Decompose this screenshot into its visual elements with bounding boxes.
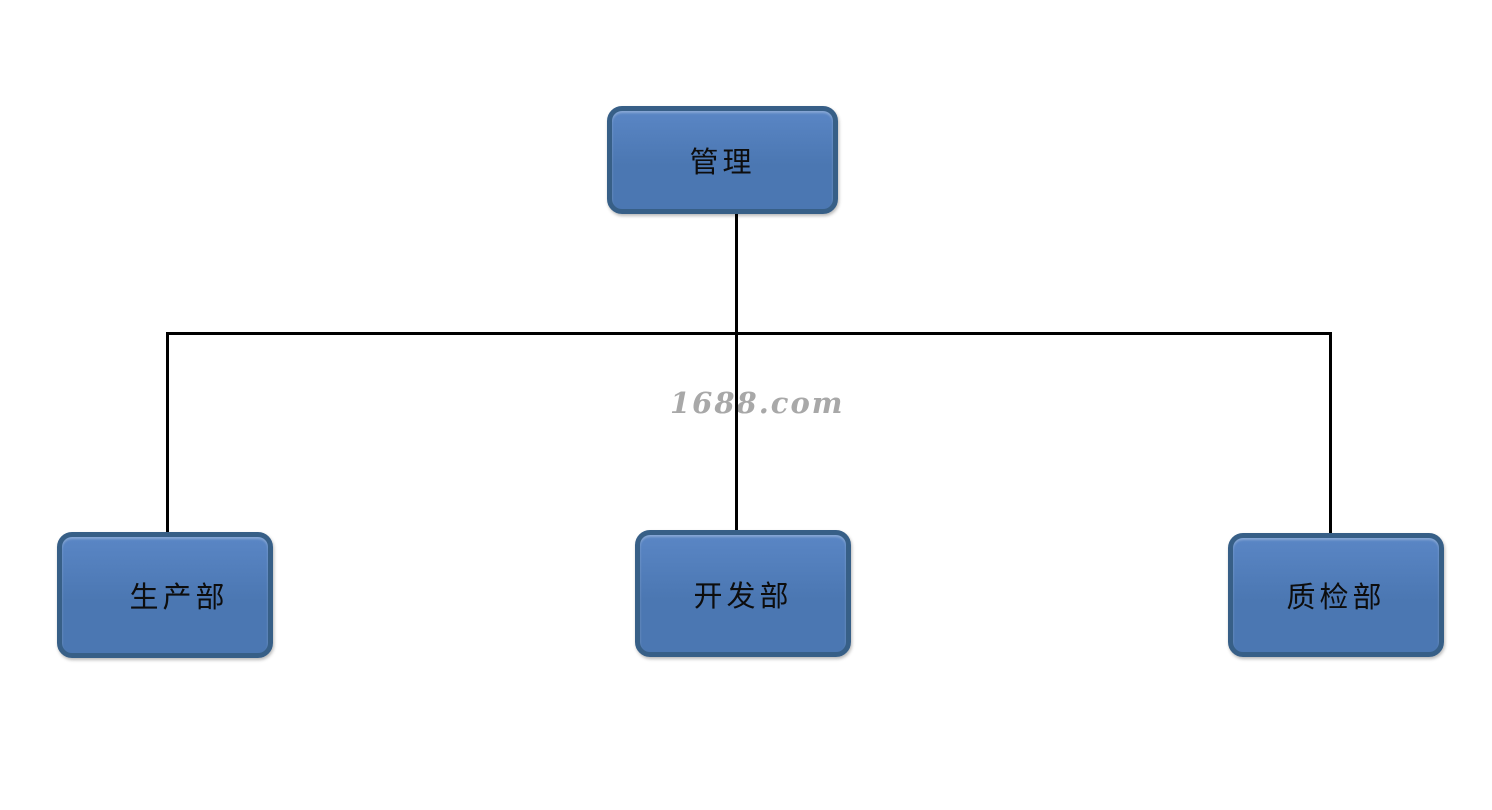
org-node-quality[interactable]: 质检部 (1228, 533, 1444, 657)
org-node-management-label: 管理 (689, 145, 756, 179)
org-node-management[interactable]: 管理 (607, 106, 838, 214)
org-node-production-label: 生产部 (129, 580, 229, 614)
connector-root-vertical-line (735, 213, 738, 530)
connector-left-vertical-line (166, 332, 169, 532)
org-node-development-label: 开发部 (693, 578, 793, 613)
org-node-quality-label: 质检部 (1286, 580, 1386, 614)
connector-right-vertical-line (1329, 332, 1332, 533)
connector-horizontal-line (166, 332, 1332, 335)
org-node-development[interactable]: 开发部 (635, 530, 851, 657)
org-node-production[interactable]: 生产部 (57, 532, 273, 658)
watermark-text: 1688.com (670, 386, 845, 420)
